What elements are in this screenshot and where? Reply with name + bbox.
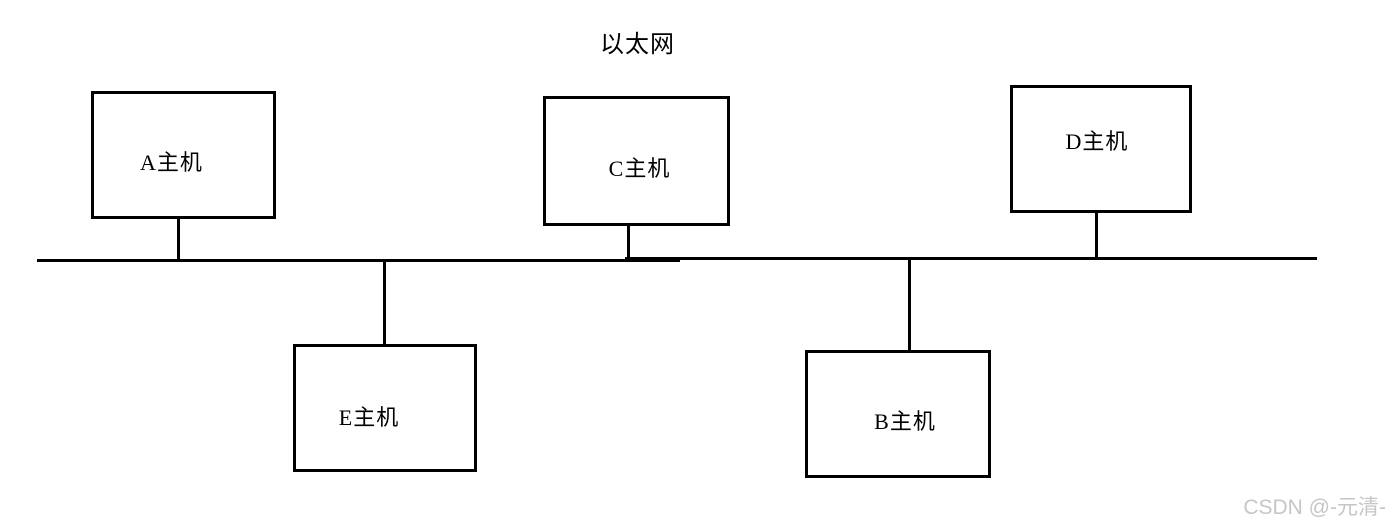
node-host-a-label: A主机 — [140, 150, 203, 175]
node-host-a: A主机 — [91, 91, 276, 219]
node-host-b: B主机 — [805, 350, 991, 478]
node-host-c-label: C主机 — [608, 156, 671, 181]
connector-host-d — [1095, 213, 1098, 259]
node-host-e: E主机 — [293, 344, 477, 472]
connector-host-c — [627, 226, 630, 259]
ethernet-bus-line-left — [37, 259, 680, 262]
diagram-title: 以太网 — [600, 32, 675, 58]
node-host-d-label: D主机 — [1065, 129, 1129, 154]
node-host-e-label: E主机 — [338, 405, 400, 430]
csdn-watermark: CSDN @-元清- — [1243, 496, 1386, 519]
node-host-b-label: B主机 — [874, 409, 936, 434]
connector-host-b — [908, 259, 911, 350]
node-host-d: D主机 — [1010, 85, 1192, 213]
ethernet-bus-line-right — [625, 257, 1317, 260]
node-host-c: C主机 — [543, 96, 730, 226]
connector-host-e — [383, 260, 386, 344]
connector-host-a — [177, 219, 180, 261]
